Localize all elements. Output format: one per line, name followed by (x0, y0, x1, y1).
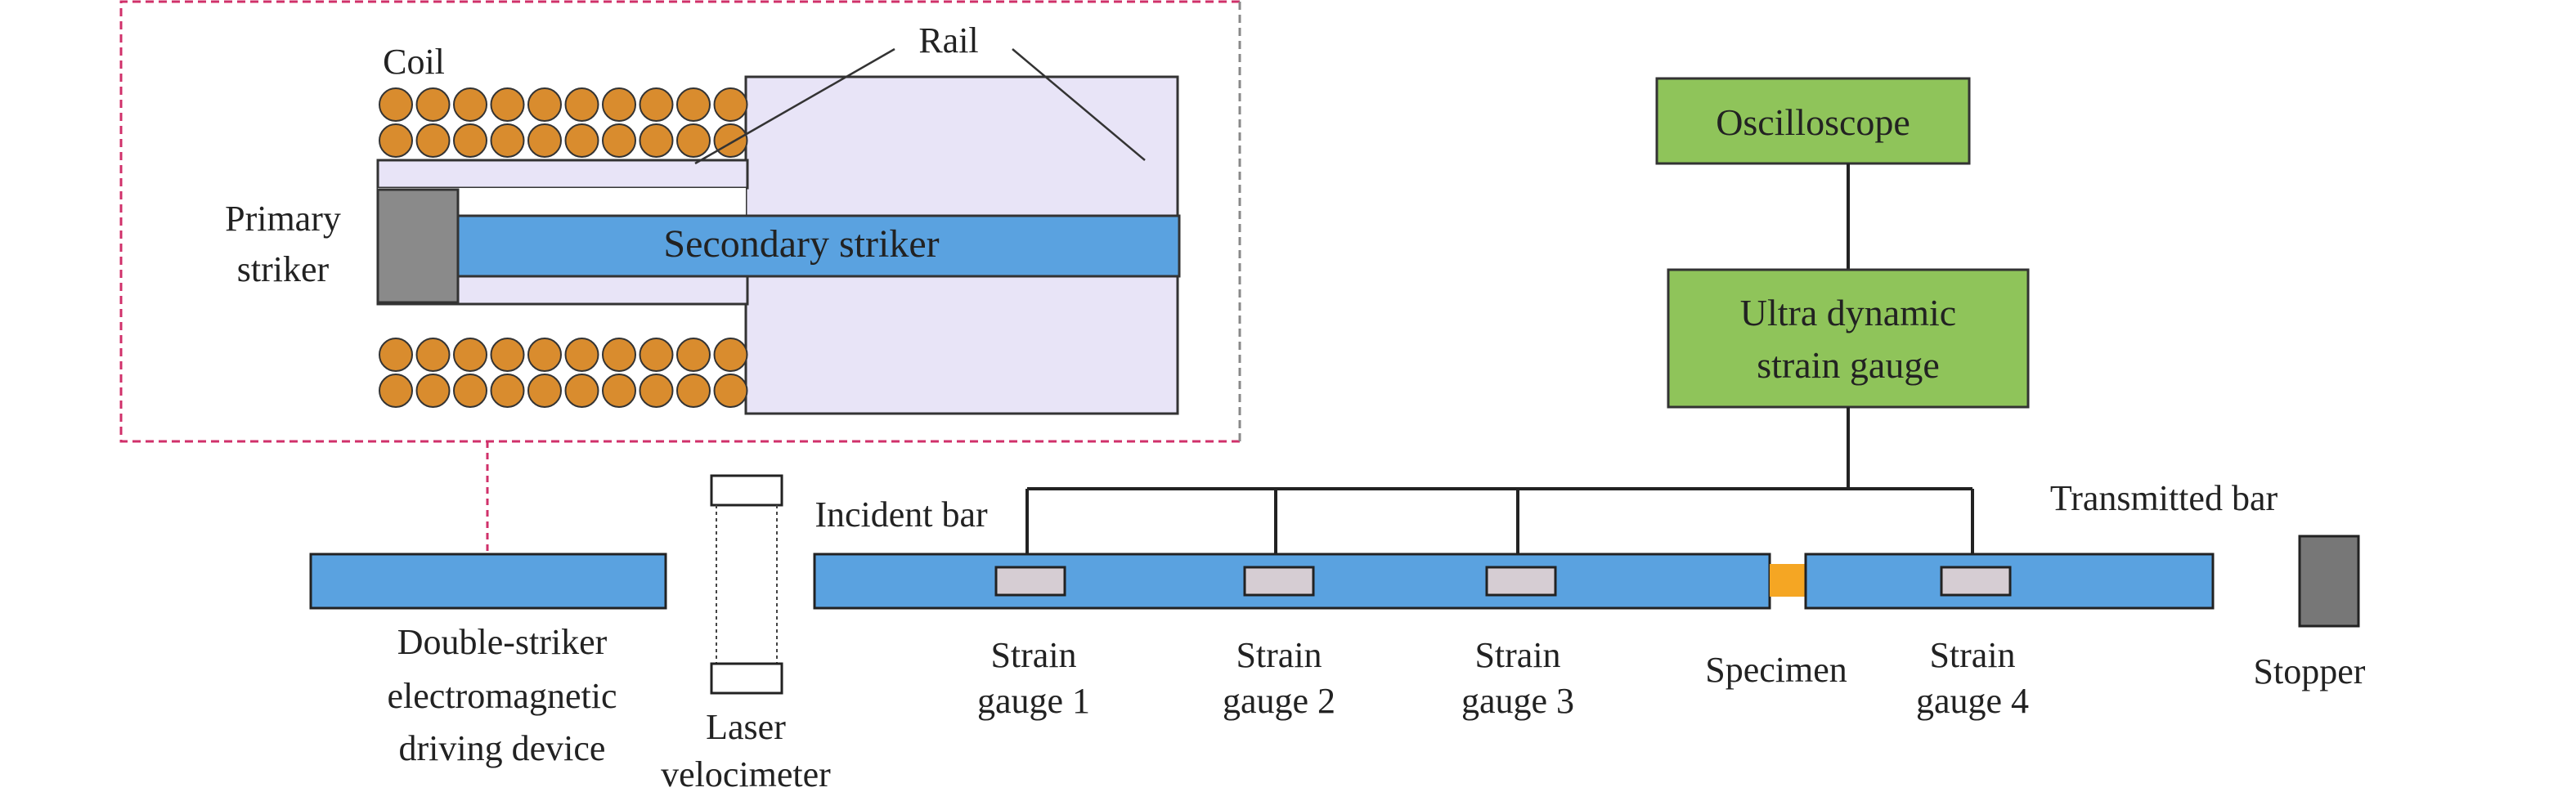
coil-winding (527, 87, 562, 122)
strain-gauge-1-label-1: Strain (990, 635, 1076, 675)
strain-gauge-3-label-2: gauge 3 (1461, 681, 1574, 721)
coil-winding (639, 87, 674, 122)
coil-winding (713, 374, 748, 408)
transmitted-bar (1804, 553, 2215, 610)
incident-bar (813, 553, 1771, 610)
coil-winding (602, 123, 636, 158)
primary-striker (376, 188, 460, 304)
coil-winding (602, 374, 636, 408)
velocimeter-receiver (710, 662, 783, 695)
coil-top (379, 87, 748, 158)
oscilloscope-label: Oscilloscope (1716, 101, 1910, 143)
device-label-2: electromagnetic (388, 676, 617, 716)
coil-winding (639, 338, 674, 372)
coil-winding (564, 87, 599, 122)
coil-winding (415, 87, 451, 122)
strain-amp-box (1667, 268, 2030, 409)
coil-winding (453, 123, 487, 158)
secondary-striker-label: Secondary striker (663, 222, 939, 266)
strain-gauge-4-label-2: gauge 4 (1916, 681, 2029, 721)
coil-winding (490, 87, 525, 122)
device-label-1: Double-striker (397, 622, 608, 662)
driving-device (309, 553, 667, 610)
coil-winding (379, 123, 413, 158)
coil-winding (564, 123, 599, 158)
velocimeter-label-1: Laser (706, 707, 786, 747)
coil-winding (415, 338, 451, 372)
specimen-label: Specimen (1705, 650, 1847, 690)
strain-gauge-2-label-1: Strain (1236, 635, 1322, 675)
coil-winding (379, 374, 413, 408)
stopper-label: Stopper (2254, 651, 2366, 691)
inset-border (119, 0, 1240, 443)
coil-winding (415, 123, 451, 158)
coil-winding (713, 338, 748, 372)
strain-gauge-1 (994, 566, 1066, 597)
strain-amp-label-1: Ultra dynamic (1740, 292, 1956, 333)
oscilloscope-box (1655, 77, 1971, 165)
velocimeter-label-2: velocimeter (661, 754, 831, 794)
inset-detail: Coil Rail Primary striker Secondary stri… (119, 0, 1241, 443)
coil-winding (639, 123, 674, 158)
stopper (2298, 535, 2360, 628)
rail-label: Rail (918, 20, 978, 60)
coil-winding (490, 123, 525, 158)
transmitted-bar-label: Transmitted bar (2050, 478, 2278, 518)
coil-winding (639, 374, 674, 408)
coil-winding (415, 374, 451, 408)
coil-winding (602, 338, 636, 372)
strain-gauge-3-label-1: Strain (1474, 635, 1560, 675)
strain-gauge-4 (1940, 566, 2012, 597)
coil-winding (602, 87, 636, 122)
rail-leader-1 (694, 47, 895, 165)
coil-winding (676, 338, 711, 372)
coil-winding (379, 338, 413, 372)
coil-winding (453, 374, 487, 408)
coil-winding (453, 87, 487, 122)
coil-winding (453, 338, 487, 372)
rail-leader-2 (1012, 48, 1146, 161)
incident-bar-label: Incident bar (815, 494, 988, 535)
coil-winding (564, 374, 599, 408)
strain-gauge-3 (1485, 566, 1557, 597)
laser-velocimeter (710, 474, 783, 695)
strain-amp-label-2: strain gauge (1757, 344, 1940, 386)
strain-gauge-4-label-1: Strain (1929, 635, 2015, 675)
coil-winding (713, 87, 748, 122)
primary-striker-label-2: striker (237, 249, 330, 289)
primary-striker-label-1: Primary (225, 199, 341, 239)
oscilloscope: Oscilloscope (1655, 77, 1971, 165)
velocimeter-emitter (710, 474, 783, 507)
coil-bottom (379, 338, 748, 408)
strain-gauge-2-label-2: gauge 2 (1223, 681, 1335, 721)
ultra-dynamic-strain-gauge: Ultra dynamic strain gauge (1667, 268, 2030, 409)
secondary-striker (456, 214, 1181, 278)
coil-winding (564, 338, 599, 372)
device-label-3: driving device (399, 728, 606, 768)
coil-winding (713, 123, 748, 158)
coil-winding (490, 338, 525, 372)
coil-winding (490, 374, 525, 408)
coil-winding (676, 374, 711, 408)
coil-winding (676, 87, 711, 122)
specimen (1770, 564, 1807, 597)
coil-winding (379, 87, 413, 122)
rail-upper (376, 159, 749, 190)
coil-winding (527, 123, 562, 158)
strain-gauge-2 (1243, 566, 1315, 597)
coil-winding (676, 123, 711, 158)
coil-label: Coil (383, 42, 445, 82)
coil-winding (527, 338, 562, 372)
coil-winding (527, 374, 562, 408)
strain-gauge-1-label-2: gauge 1 (977, 681, 1090, 721)
